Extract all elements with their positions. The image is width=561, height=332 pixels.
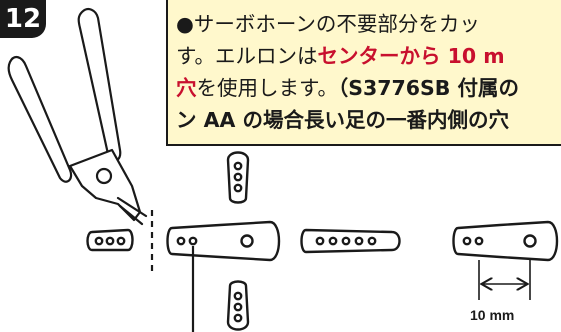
step-number: 12 — [4, 4, 42, 34]
dimension-label: 10 mm — [470, 307, 515, 323]
note-line-3: 穴を使用します。（S3776SB 付属の — [176, 76, 520, 100]
note-line-2: す。エルロンはセンターから 10 m — [176, 44, 505, 68]
side-cutter-pliers-icon — [7, 8, 148, 226]
note-line-1: ●サーボホーンの不要部分をカッ — [176, 12, 480, 36]
dimension-indicator — [478, 260, 531, 300]
short-horn-bottom — [226, 280, 250, 331]
instruction-note: ●サーボホーンの不要部分をカッ す。エルロンはセンターから 10 m 穴を使用し… — [166, 0, 561, 146]
short-horn-top — [226, 151, 250, 204]
result-servo-horn — [452, 220, 559, 262]
note-line-4: ン AA の場合長い足の一番内側の穴 — [176, 108, 510, 132]
cut-horn-piece — [86, 228, 134, 252]
long-horn-five-holes — [300, 228, 401, 254]
center-servo-horn — [166, 220, 281, 262]
step-number-badge: 12 — [0, 0, 46, 38]
